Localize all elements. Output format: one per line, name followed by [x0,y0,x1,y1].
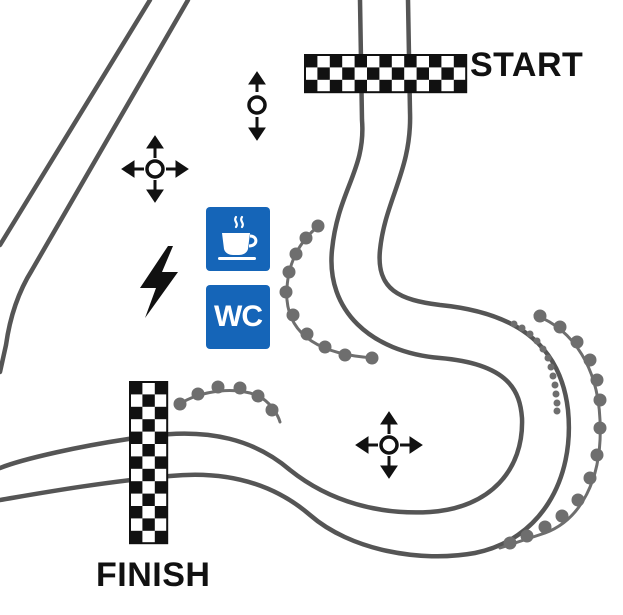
finish-checker-square [142,468,155,482]
start-checker-square [453,79,467,93]
finish-checker-square [154,382,168,395]
four-way-move-arrows-icon [121,135,189,203]
start-line [304,54,468,94]
finish-checker-square [142,493,155,506]
tire-barrier-left [279,219,379,365]
start-checker-square [391,67,405,80]
start-checker-square [329,55,343,68]
start-checker-square [354,79,367,93]
finish-checker-square [154,456,168,469]
finish-checker-square [130,456,143,469]
finish-checker-square [154,530,168,544]
start-checker-square [429,55,442,68]
start-checker-square [404,79,417,93]
tire-barrier-finish [173,380,282,424]
start-checker-square [453,55,467,68]
finish-checker-square [142,394,155,407]
start-checker-square [367,67,380,80]
finish-checker-square [142,419,155,432]
start-label: START [470,46,584,84]
diagonal-road [0,0,191,375]
start-checker-square [379,79,392,93]
vertical-move-arrows-icon [247,71,267,141]
cafe-sign [206,207,270,271]
wc-label: WC [214,300,263,333]
finish-checker-square [130,431,143,444]
start-checker-square [429,79,442,93]
start-checker-square [329,79,343,93]
finish-checker-square [154,406,168,420]
finish-checker-square [142,444,155,457]
coffee-cup-icon [218,215,258,260]
start-checker-square [354,55,367,68]
finish-checker-square [154,431,168,444]
finish-checker-square [130,530,143,544]
start-checker-square [305,79,318,93]
finish-checker-square [130,382,143,395]
tire-barrier-right [498,309,607,550]
lightning-bolt-icon [140,246,178,318]
finish-checker-square [130,406,143,420]
restroom-sign: WC [206,285,270,349]
start-checker-square [305,55,318,68]
start-checker-square [441,67,454,80]
start-checker-square [416,67,429,80]
finish-checker-square [130,506,143,519]
finish-checker-square [154,506,168,519]
rumble-strip [510,320,561,415]
race-track [0,0,572,559]
finish-checker-square [154,481,168,494]
start-checker-square [317,67,330,80]
start-checker-square [404,55,417,68]
start-checker-square [342,67,355,80]
finish-label: FINISH [96,556,211,594]
finish-line [129,381,169,545]
finish-checker-square [142,518,155,531]
four-way-move-arrows-icon-lower [355,411,423,479]
start-checker-square [379,55,392,68]
finish-checker-square [130,481,143,494]
